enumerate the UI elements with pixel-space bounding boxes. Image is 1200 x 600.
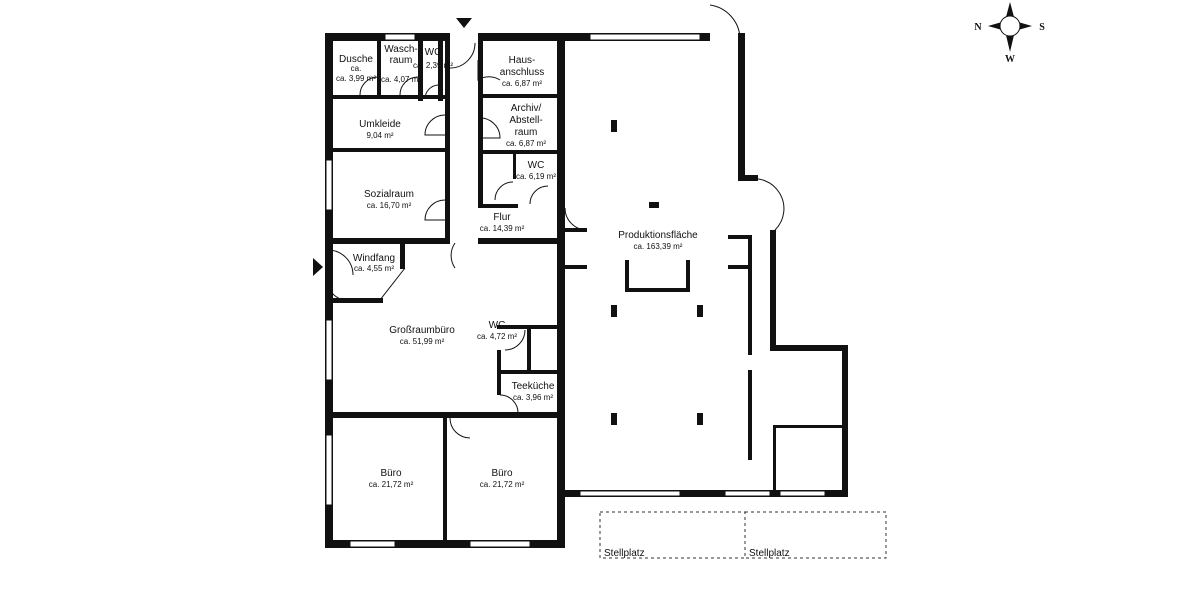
room-area: ca. 4,55 m²	[354, 264, 394, 273]
room-area: ca. 4,07 m²	[381, 75, 421, 84]
room-name: Windfang	[353, 253, 395, 264]
room-name: Abstell-	[509, 115, 542, 126]
room-labels: Dusche ca. ca. 3,99 m² Wasch- raum ca. 4…	[336, 44, 698, 489]
entrance-arrow-icon	[313, 258, 323, 276]
room-area: ca. 6,87 m²	[502, 79, 542, 88]
entrance-arrow-icon	[456, 18, 472, 28]
room-area: ca. 163,39 m²	[634, 242, 683, 251]
room-name: Umkleide	[359, 119, 401, 130]
windows	[325, 33, 826, 548]
room-name: Flur	[493, 212, 511, 223]
room-name: Großraumbüro	[389, 325, 455, 336]
compass-icon: N S W	[974, 2, 1045, 65]
room-name: raum	[390, 55, 413, 66]
room-area: ca.	[351, 64, 362, 73]
room-area: 9,04 m²	[366, 131, 393, 140]
room-name: Archiv/	[511, 103, 542, 114]
room-area: ca. 14,39 m²	[480, 224, 525, 233]
room-area: ca. 3,96 m²	[513, 393, 553, 402]
compass-north: N	[974, 22, 982, 33]
room-name: Dusche	[339, 54, 373, 65]
room-name: Sozialraum	[364, 189, 414, 200]
room-area: ca. 6,87 m²	[506, 139, 546, 148]
room-area: ca. 51,99 m²	[400, 337, 445, 346]
walls	[325, 33, 848, 548]
room-name: raum	[515, 127, 538, 138]
room-name: Büro	[491, 468, 513, 479]
compass-south: S	[1039, 22, 1045, 33]
room-name: anschluss	[500, 67, 544, 78]
room-area: ca. 21,72 m²	[369, 480, 414, 489]
room-name: Teeküche	[512, 381, 555, 392]
parking-label: Stellplatz	[604, 548, 645, 559]
room-name: WC	[425, 47, 442, 58]
room-area: ca. 2,39 m²	[413, 61, 453, 70]
room-name: Produktionsfläche	[618, 230, 698, 241]
room-name: Büro	[380, 468, 402, 479]
room-name: WC	[489, 320, 506, 331]
parking-label: Stellplatz	[749, 548, 790, 559]
room-name: Haus-	[509, 55, 536, 66]
room-area: ca. 16,70 m²	[367, 201, 412, 210]
parking-space	[744, 511, 887, 559]
room-area: ca. 3,99 m²	[336, 74, 376, 83]
room-area: ca. 4,72 m²	[477, 332, 517, 341]
room-name: Wasch-	[384, 44, 418, 55]
compass-west: W	[1005, 54, 1015, 65]
room-area: ca. 6,19 m²	[516, 172, 556, 181]
doors	[327, 4, 785, 439]
room-name: WC	[528, 160, 545, 171]
room-area: ca. 21,72 m²	[480, 480, 525, 489]
